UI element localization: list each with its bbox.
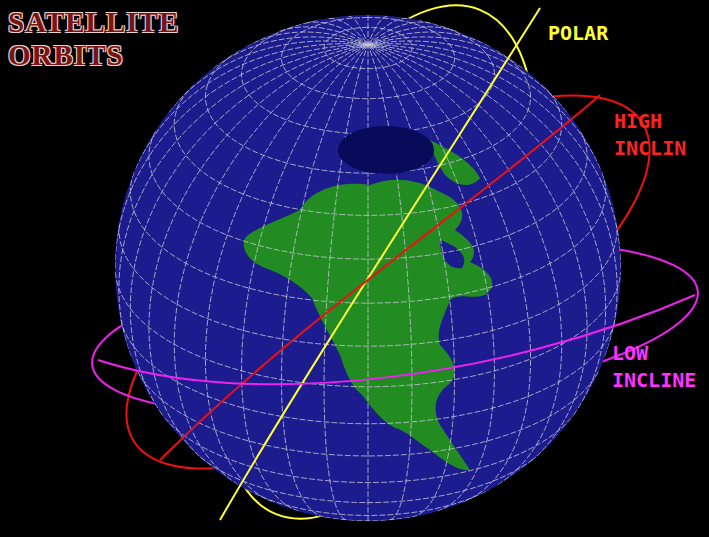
low-incline-label: LOW INCLINE bbox=[612, 340, 704, 394]
grid-line bbox=[368, 45, 455, 518]
diagram-title: SATELLITE ORBITS bbox=[8, 6, 203, 72]
grid-line bbox=[368, 45, 495, 512]
grid-line bbox=[205, 45, 368, 503]
globe bbox=[115, 15, 621, 521]
grid-line bbox=[282, 45, 369, 518]
grid-line bbox=[368, 45, 412, 520]
grid-line bbox=[368, 45, 617, 357]
grid-line bbox=[130, 45, 368, 415]
grid-line bbox=[368, 45, 369, 521]
grid-line bbox=[368, 41, 567, 112]
grid-line bbox=[242, 45, 369, 512]
hudson-bay bbox=[440, 240, 464, 268]
grid-line bbox=[368, 32, 490, 46]
grid-line bbox=[324, 45, 368, 520]
grid-line bbox=[115, 272, 621, 387]
grid-line bbox=[279, 27, 368, 45]
polar-orbit-front bbox=[220, 8, 540, 520]
grid-line bbox=[149, 45, 368, 462]
polar-label: POLAR bbox=[548, 20, 638, 47]
grid-line bbox=[368, 15, 369, 45]
grid-line bbox=[115, 45, 368, 268]
polar-cap bbox=[338, 126, 434, 174]
grid-lines bbox=[115, 15, 621, 521]
grid-line bbox=[368, 16, 388, 45]
grid-line bbox=[368, 45, 562, 486]
grid-line bbox=[368, 27, 457, 45]
grid-line bbox=[348, 16, 368, 45]
grid-line bbox=[368, 45, 531, 503]
greenland bbox=[430, 140, 480, 185]
grid-line bbox=[368, 37, 523, 68]
high-incline-orbit-front bbox=[160, 95, 600, 460]
low-incline-orbit-front bbox=[98, 295, 695, 384]
high-incline-label: HIGH INCLIN bbox=[614, 108, 704, 162]
grid-line bbox=[368, 45, 606, 415]
grid-line bbox=[246, 32, 368, 46]
